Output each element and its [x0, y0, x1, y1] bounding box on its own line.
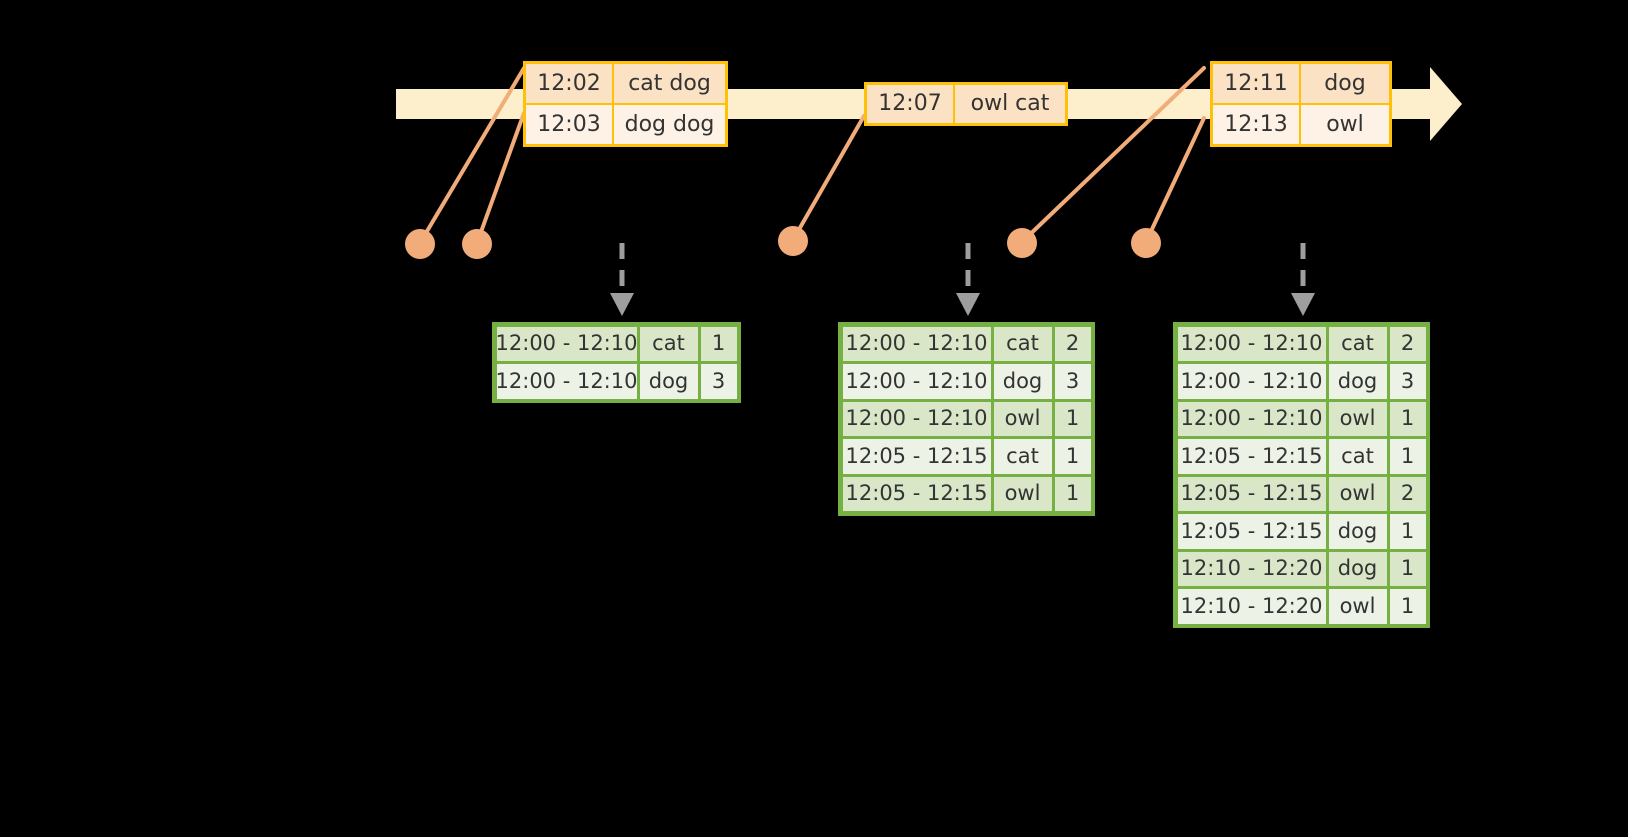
event-group-3[interactable]: 12:11 dog 12:13 owl — [1210, 61, 1392, 147]
table-row[interactable]: 12:00 - 12:10 cat 2 — [841, 325, 1092, 363]
cell-window: 12:00 - 12:10 — [1177, 326, 1326, 361]
cell-word: cat — [993, 326, 1052, 361]
event-words: cat dog — [614, 64, 725, 103]
window-counts-table-1[interactable]: 12:00 - 12:10 cat 1 12:00 - 12:10 dog 3 — [492, 322, 741, 403]
event-row[interactable]: 12:07 owl cat — [867, 85, 1065, 123]
window-counts-table-2[interactable]: 12:00 - 12:10 cat 2 12:00 - 12:10 dog 3 … — [838, 322, 1095, 516]
cell-window: 12:05 - 12:15 — [842, 476, 991, 511]
cell-window: 12:05 - 12:15 — [842, 439, 991, 474]
cell-word: owl — [1328, 589, 1387, 624]
cell-word: cat — [993, 439, 1052, 474]
window-counts-table-3[interactable]: 12:00 - 12:10 cat 2 12:00 - 12:10 dog 3 … — [1173, 322, 1430, 628]
cell-count: 3 — [1054, 364, 1091, 399]
event-row[interactable]: 12:02 cat dog — [526, 64, 725, 103]
cell-window: 12:00 - 12:10 — [1177, 364, 1326, 399]
cell-word: cat — [1328, 439, 1387, 474]
cell-count: 3 — [1389, 364, 1426, 399]
dashed-arrows — [619, 243, 1306, 294]
cell-word: cat — [1328, 326, 1387, 361]
cell-count: 1 — [1054, 439, 1091, 474]
event-row[interactable]: 12:03 dog dog — [526, 103, 725, 144]
cell-count: 1 — [1054, 401, 1091, 436]
event-words: owl — [1301, 105, 1389, 144]
connector-dot-4 — [1007, 228, 1037, 258]
event-time: 12:07 — [867, 85, 955, 123]
cell-word: owl — [993, 476, 1052, 511]
table-row[interactable]: 12:10 - 12:20 dog 1 — [1176, 550, 1427, 588]
arrowhead-2 — [956, 293, 980, 316]
cell-window: 12:00 - 12:10 — [842, 401, 991, 436]
cell-window: 12:05 - 12:15 — [1177, 514, 1326, 549]
table-row[interactable]: 12:05 - 12:15 owl 2 — [1176, 475, 1427, 513]
cell-window: 12:10 - 12:20 — [1177, 551, 1326, 586]
cell-count: 1 — [1389, 401, 1426, 436]
connector-dot-3 — [778, 226, 808, 256]
cell-count: 1 — [1389, 439, 1426, 474]
cell-word: dog — [1328, 364, 1387, 399]
cell-window: 12:00 - 12:10 — [496, 326, 637, 361]
event-time: 12:03 — [526, 105, 614, 144]
cell-window: 12:00 - 12:10 — [1177, 401, 1326, 436]
table-row[interactable]: 12:00 - 12:10 owl 1 — [1176, 400, 1427, 438]
cell-word: dog — [1328, 551, 1387, 586]
event-group-1[interactable]: 12:02 cat dog 12:03 dog dog — [523, 61, 728, 147]
cell-word: owl — [993, 401, 1052, 436]
cell-count: 1 — [1389, 551, 1426, 586]
cell-window: 12:00 - 12:10 — [842, 326, 991, 361]
table-row[interactable]: 12:05 - 12:15 dog 1 — [1176, 513, 1427, 551]
arrowhead-1 — [610, 293, 634, 316]
cell-window: 12:00 - 12:10 — [842, 364, 991, 399]
cell-count: 1 — [700, 326, 737, 361]
event-words: owl cat — [955, 85, 1065, 123]
dashed-arrow-heads — [610, 293, 1315, 316]
table-row[interactable]: 12:00 - 12:10 owl 1 — [841, 400, 1092, 438]
connector-dot-2 — [462, 229, 492, 259]
table-row[interactable]: 12:10 - 12:20 owl 1 — [1176, 588, 1427, 626]
cell-word: owl — [1328, 476, 1387, 511]
cell-word: cat — [639, 326, 698, 361]
cell-count: 3 — [700, 364, 737, 399]
event-words: dog — [1301, 64, 1389, 103]
table-row[interactable]: 12:00 - 12:10 cat 2 — [1176, 325, 1427, 363]
cell-word: dog — [639, 364, 698, 399]
event-row[interactable]: 12:13 owl — [1213, 103, 1389, 144]
table-row[interactable]: 12:05 - 12:15 owl 1 — [841, 475, 1092, 513]
cell-count: 1 — [1389, 514, 1426, 549]
cell-window: 12:05 - 12:15 — [1177, 476, 1326, 511]
table-row[interactable]: 12:00 - 12:10 dog 3 — [495, 363, 738, 401]
event-time: 12:13 — [1213, 105, 1301, 144]
cell-count: 1 — [1389, 589, 1426, 624]
cell-word: owl — [1328, 401, 1387, 436]
event-row[interactable]: 12:11 dog — [1213, 64, 1389, 103]
cell-count: 2 — [1054, 326, 1091, 361]
table-row[interactable]: 12:05 - 12:15 cat 1 — [841, 438, 1092, 476]
arrowhead-3 — [1291, 293, 1315, 316]
event-words: dog dog — [614, 105, 725, 144]
cell-word: dog — [1328, 514, 1387, 549]
event-connector-dots — [405, 226, 1161, 259]
table-row[interactable]: 12:00 - 12:10 cat 1 — [495, 325, 738, 363]
cell-count: 2 — [1389, 476, 1426, 511]
table-row[interactable]: 12:05 - 12:15 cat 1 — [1176, 438, 1427, 476]
cell-window: 12:05 - 12:15 — [1177, 439, 1326, 474]
cell-word: dog — [993, 364, 1052, 399]
table-row[interactable]: 12:00 - 12:10 dog 3 — [1176, 363, 1427, 401]
cell-count: 2 — [1389, 326, 1426, 361]
cell-window: 12:10 - 12:20 — [1177, 589, 1326, 624]
event-time: 12:02 — [526, 64, 614, 103]
event-time: 12:11 — [1213, 64, 1301, 103]
connector-dot-1 — [405, 229, 435, 259]
event-group-2[interactable]: 12:07 owl cat — [864, 82, 1068, 126]
cell-count: 1 — [1054, 476, 1091, 511]
table-row[interactable]: 12:00 - 12:10 dog 3 — [841, 363, 1092, 401]
connector-dot-5 — [1131, 228, 1161, 258]
event-connector-lines — [418, 66, 1206, 245]
cell-window: 12:00 - 12:10 — [496, 364, 637, 399]
